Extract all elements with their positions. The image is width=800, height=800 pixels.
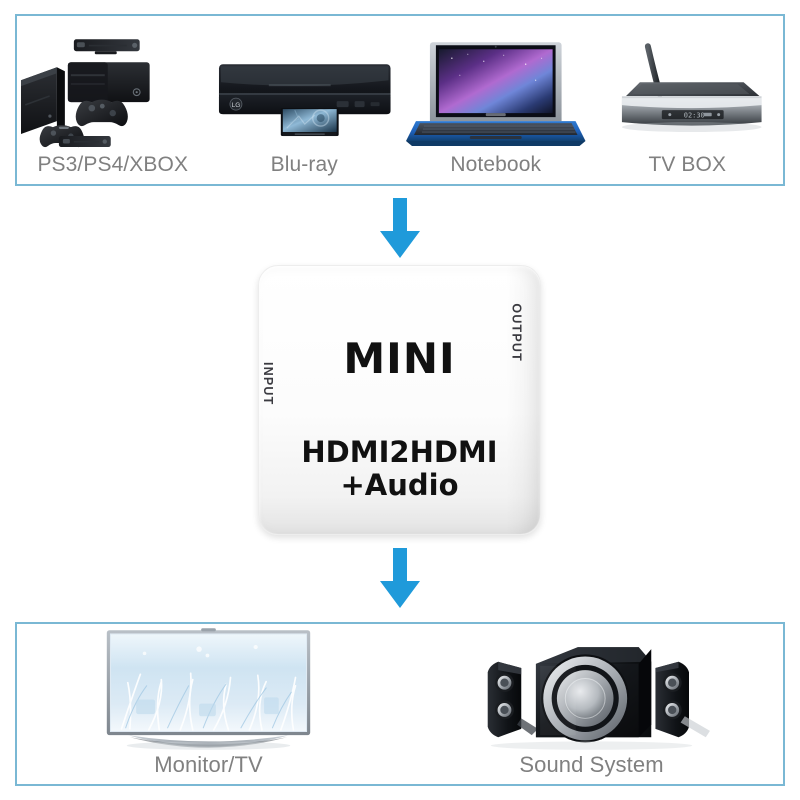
converter-input-label: INPUT: [261, 362, 275, 406]
svg-text:LG: LG: [231, 102, 240, 109]
input-sources-row: PS3/PS4/XBOX: [17, 16, 783, 184]
svg-text:02:30: 02:30: [683, 111, 704, 119]
converter-output-label: OUTPUT: [510, 303, 524, 362]
device-cell-monitor-tv[interactable]: Monitor/TV: [17, 624, 400, 784]
device-cell-tv-box[interactable]: 02:30 TV BOX: [592, 16, 784, 184]
device-cell-sound-system[interactable]: Sound System: [400, 624, 783, 784]
arrow-down-icon-bottom: [372, 548, 428, 610]
device-cell-notebook[interactable]: Notebook: [400, 16, 592, 184]
input-sources-box: PS3/PS4/XBOX: [15, 14, 785, 186]
laptop-icon: [400, 16, 592, 154]
hdmi-converter-device[interactable]: MINI INPUT OUTPUT HDMI2HDMI +Audio: [258, 265, 541, 535]
output-devices-box: Monitor/TV: [15, 622, 785, 786]
converter-brand-text: MINI: [343, 334, 456, 383]
device-label: Notebook: [450, 153, 542, 176]
speaker-system-icon: [400, 624, 783, 754]
device-cell-bluray[interactable]: LG: [209, 16, 401, 184]
converter-model-line1: HDMI2HDMI: [301, 435, 498, 469]
tv-box-icon: 02:30: [592, 16, 784, 154]
device-label: PS3/PS4/XBOX: [37, 153, 189, 176]
game-console-icon: [17, 16, 209, 154]
device-cell-game-console[interactable]: PS3/PS4/XBOX: [17, 16, 209, 184]
converter-model-text: HDMI2HDMI +Audio: [259, 435, 540, 503]
output-devices-row: Monitor/TV: [17, 624, 783, 784]
device-label: Blu-ray: [270, 153, 338, 176]
television-icon: [17, 624, 400, 754]
converter-model-line2: +Audio: [340, 468, 459, 503]
arrow-down-icon-top: [372, 198, 428, 260]
device-label: Monitor/TV: [154, 752, 263, 777]
device-label: TV BOX: [648, 153, 727, 176]
device-label: Sound System: [519, 752, 664, 777]
bluray-player-icon: LG: [209, 16, 401, 154]
